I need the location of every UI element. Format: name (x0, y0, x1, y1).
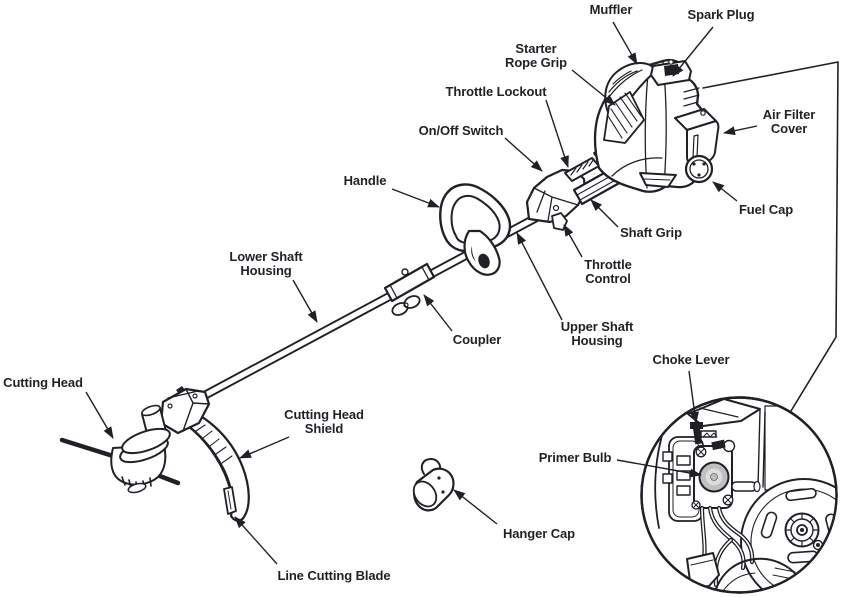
label-lower-shaft-housing: Lower Shaft Housing (229, 248, 303, 278)
handle-drawing (439, 183, 512, 276)
label-handle: Handle (343, 172, 387, 188)
leader-lower-shaft-housing (292, 279, 318, 323)
hanger-cap-drawing (412, 458, 455, 512)
leader-choke-lever (688, 370, 699, 424)
leader-arrows (85, 21, 758, 565)
choke-lever-drawing (690, 422, 717, 445)
starter-pulley (784, 512, 820, 548)
leader-fuel-cap (712, 181, 738, 202)
detail-inset (640, 396, 838, 594)
leader-air-filter-cover (723, 125, 758, 136)
leader-cutting-head-shield (239, 436, 290, 459)
leader-on-off-switch (504, 137, 543, 172)
label-on-off-switch: On/Off Switch (418, 122, 504, 138)
label-throttle-lockout: Throttle Lockout (445, 83, 547, 99)
leader-hanger-cap (453, 489, 498, 525)
coupler-drawing (383, 262, 436, 316)
leader-starter-rope-grip (571, 69, 616, 106)
shield-hatching (195, 424, 233, 464)
label-shaft-grip: Shaft Grip (620, 224, 682, 240)
label-muffler: Muffler (589, 1, 633, 17)
label-cutting-head-shield: Cutting Head Shield (284, 406, 364, 436)
cylinder-fins (683, 87, 700, 107)
label-primer-bulb: Primer Bulb (538, 449, 612, 465)
fuel-cap-drawing (684, 154, 714, 184)
leader-shaft-grip (590, 199, 619, 228)
leader-spark-plug (672, 26, 714, 77)
label-line-cutting-blade: Line Cutting Blade (277, 567, 391, 583)
leader-upper-shaft-housing (516, 232, 563, 321)
label-spark-plug: Spark Plug (687, 6, 755, 22)
air-filter-cover-drawing (674, 108, 720, 165)
label-fuel-cap: Fuel Cap (738, 201, 794, 217)
leader-throttle-lockout (545, 99, 569, 168)
throttle-housing-drawing (525, 157, 600, 231)
engine-drawing (593, 58, 720, 193)
leader-handle (391, 188, 440, 208)
label-cutting-head: Cutting Head (3, 374, 83, 390)
label-upper-shaft-housing: Upper Shaft Housing (560, 318, 634, 348)
primer-bulb-drawing (698, 461, 730, 493)
label-coupler: Coupler (452, 331, 502, 347)
leader-cutting-head (85, 391, 114, 439)
leader-coupler (423, 294, 453, 332)
detail-callout-wedge (702, 61, 839, 412)
cutting-head-drawing (110, 404, 171, 494)
leader-primer-bulb (616, 459, 702, 478)
carb-screws (691, 446, 734, 510)
label-hanger-cap: Hanger Cap (503, 525, 575, 541)
leader-throttle-control (563, 224, 583, 258)
label-air-filter-cover: Air Filter Cover (762, 106, 816, 136)
carburetor-drawing (662, 422, 761, 522)
gearbox-drawing (159, 386, 211, 435)
label-choke-lever: Choke Lever (652, 351, 730, 367)
leader-line-cutting-blade (234, 516, 278, 565)
label-throttle-control: Throttle Control (584, 256, 632, 286)
line-cutting-blade-drawing (223, 486, 237, 515)
label-starter-rope-grip: Starter Rope Grip (505, 40, 567, 70)
leader-muffler (612, 21, 638, 65)
